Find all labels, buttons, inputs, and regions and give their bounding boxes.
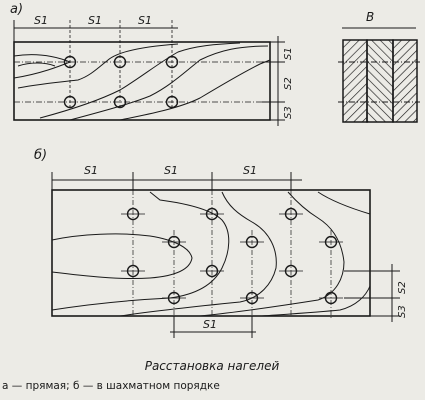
panel-b-nails bbox=[121, 207, 343, 305]
section-view-label: В bbox=[366, 10, 374, 24]
panel-a: а) S1 S1 S1 bbox=[10, 2, 294, 126]
panel-a-board bbox=[13, 41, 271, 121]
panel-a-s1-2: S1 bbox=[88, 14, 102, 27]
section-view-left-board bbox=[342, 39, 368, 123]
panel-b-right-dimension: S2 S3 bbox=[344, 264, 408, 322]
panel-b: б) S1 S1 S1 bbox=[34, 148, 408, 338]
panel-a-s2-vertical: S2 bbox=[283, 77, 294, 90]
panel-b-label: б) bbox=[34, 148, 47, 163]
panel-b-s1-bottom: S1 bbox=[203, 318, 217, 331]
panel-b-board bbox=[51, 189, 371, 317]
panel-a-right-dimension: S1 S2 S3 bbox=[262, 36, 294, 126]
panel-b-s1-1: S1 bbox=[84, 164, 98, 177]
caption-title: Расстановка нагелей bbox=[145, 359, 280, 373]
panel-b-top-dimension: S1 S1 S1 bbox=[51, 164, 302, 192]
panel-a-s1-vertical: S1 bbox=[283, 47, 294, 60]
panel-a-nails bbox=[63, 55, 179, 109]
section-view-middle-board bbox=[366, 39, 394, 123]
panel-b-s2-vertical: S2 bbox=[397, 281, 408, 294]
panel-b-bottom-dimension: S1 bbox=[170, 316, 256, 338]
panel-b-s1-3: S1 bbox=[243, 164, 257, 177]
panel-a-s1-1: S1 bbox=[34, 14, 48, 27]
panel-a-grain bbox=[13, 42, 271, 121]
panel-a-label: а) bbox=[10, 2, 23, 17]
section-view-right-board bbox=[392, 39, 418, 123]
caption-legend: а — прямая; б — в шахматном порядке bbox=[2, 380, 220, 392]
panel-b-s1-2: S1 bbox=[164, 164, 178, 177]
panel-b-s3-vertical: S3 bbox=[397, 305, 408, 318]
panel-b-grain bbox=[51, 191, 371, 317]
section-view: В bbox=[338, 10, 420, 123]
panel-a-top-dimension: S1 S1 S1 bbox=[13, 14, 178, 110]
panel-a-s1-3: S1 bbox=[138, 14, 152, 27]
panel-a-s3-vertical: S3 bbox=[283, 106, 294, 119]
